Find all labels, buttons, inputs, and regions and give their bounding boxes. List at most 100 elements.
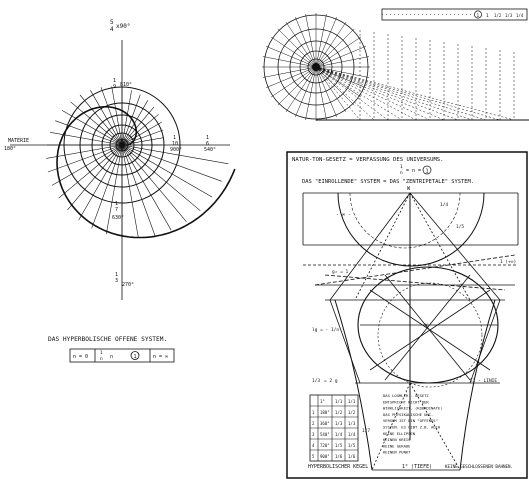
table-cell: 1/3 (348, 421, 356, 426)
left-ray (121, 144, 187, 222)
left-ray (67, 144, 123, 211)
top-right-dash-diagonal (315, 66, 417, 121)
label-right-mid-num: 1 (173, 135, 176, 141)
top-right-dash-diagonal (315, 66, 389, 121)
left-ray (50, 132, 123, 146)
left-ray (121, 144, 172, 231)
rolling-spiral-diagram (262, 13, 529, 121)
label-bottom-den: 3 (115, 278, 118, 284)
top-right-ray (315, 66, 337, 117)
left-ray (51, 144, 123, 186)
note-line: ENTSPRICHT NICHT DER (383, 399, 429, 404)
top-right-ray (262, 56, 317, 68)
top-right-dash-diagonal (315, 66, 487, 121)
left-ray (121, 106, 155, 146)
top-right-dash-diagonal (315, 66, 431, 121)
left-ray (55, 120, 123, 146)
label-inner-top-deg: 810° (120, 82, 132, 88)
top-right-ray (266, 66, 317, 88)
table-cell: 720° (320, 443, 330, 448)
note-line: WIRKLICHKEIT. (KOORDINATE) (383, 406, 442, 411)
note-line: DAS LOGMLER - GESETZ (383, 393, 429, 398)
label-bottom-num: 1 (115, 272, 118, 278)
top-right-ray (266, 46, 317, 68)
note-line: VERSUM IST EIN "OFFENES" (383, 418, 438, 423)
label-inner-top-num: 1 (113, 78, 116, 84)
left-ray (121, 90, 132, 146)
top-right-ray (262, 66, 317, 78)
top-right-ray (315, 66, 355, 106)
table-header-1: 1° (320, 399, 325, 404)
left-ray (121, 144, 201, 211)
label-frac-a: 1/4 (440, 202, 448, 208)
legend-left-text: n = 0 (73, 354, 88, 360)
top-right-ray (270, 36, 317, 68)
right-panel-frame (286, 151, 528, 479)
left-center-point (119, 142, 125, 148)
legend-frac-den: n (100, 357, 103, 362)
table-side-frac: 1/7 (362, 428, 370, 434)
scale-mark-3: 1/3 (505, 13, 513, 18)
top-right-ray (285, 66, 317, 113)
legend-circle-icon (130, 351, 140, 360)
top-right-ray (315, 28, 355, 68)
top-right-dash-diagonal (315, 66, 361, 121)
left-ray (58, 144, 123, 199)
left-ray (121, 94, 141, 146)
table-header-2: 1/1 (335, 399, 343, 404)
top-right-dash-diagonal (315, 66, 445, 121)
top-right-ray (270, 66, 317, 98)
top-right-ray (285, 21, 317, 68)
table-cell: 900° (320, 454, 330, 459)
top-right-dash-diagonal (315, 66, 375, 121)
note-line: KEINEN KREIS (383, 437, 411, 442)
legend-circle-text: 1 (134, 354, 137, 360)
note-line: KEINEN PUNKT (383, 450, 411, 455)
top-right-ray (315, 66, 327, 121)
top-right-dash-diagonal (315, 66, 459, 121)
label-frac-b: 1/5 (456, 224, 464, 230)
label-right-mid-den: 10 (172, 141, 178, 147)
hyperbolic-construction (302, 192, 519, 471)
label-lg: lg = - 1/n (312, 327, 339, 333)
label-one-right: 1 (+∞) (500, 259, 516, 265)
formula-den: n (400, 171, 403, 176)
top-right-ray (277, 66, 317, 106)
top-right-ray (295, 66, 317, 117)
scale-mark-1: 1 (486, 13, 489, 19)
right-panel-subtitle: DAS "EINROLLENDE" SYSTEM = DAS "ZENTRIPE… (302, 179, 474, 185)
table-cell: 1/4 (335, 432, 343, 437)
label-top-den: 4 (110, 26, 114, 33)
label-inner-top-den: 9 (113, 84, 116, 90)
legend-right-text: n = ∞ (153, 354, 168, 360)
label-top-deg: x90° (116, 23, 130, 30)
table-header-3: 1/1 (348, 399, 356, 404)
top-right-ray (315, 17, 337, 68)
scale-circle-text: 1 (477, 13, 480, 19)
table-cell: 1/2 (348, 410, 356, 415)
right-panel-title: NATUR-TON-GESETZ = VERFASSUNG DES UNIVER… (292, 157, 444, 163)
top-right-ray (315, 66, 347, 113)
label-ga: g₂ = 1 (332, 269, 349, 275)
note-line: KEINE ELLIPSEN (383, 431, 416, 436)
left-ray (121, 144, 156, 236)
table-cell: 1/5 (348, 443, 356, 448)
label-ei-linie: EI - LINIE (470, 378, 497, 384)
formula-circle-icon (422, 165, 432, 175)
table-cell: 1/3 (335, 421, 343, 426)
top-right-ray (315, 66, 362, 98)
label-left-frac: 1/3 (312, 378, 320, 384)
table-cell: 540° (320, 432, 330, 437)
left-ray (46, 144, 123, 159)
label-top-num: 5 (110, 19, 114, 26)
hyperbolic-spiral-diagram (10, 40, 236, 300)
label-ellipse-x: X (425, 323, 428, 329)
table-cell: 3 (312, 432, 315, 437)
left-ray (121, 144, 222, 182)
hyperbolic-spiral-curve (56, 106, 236, 239)
top-right-ray (315, 21, 347, 68)
label-right-den: 6 (206, 141, 209, 147)
top-right-dash-diagonal (315, 66, 515, 121)
label-infinity: - ∞ - (336, 212, 351, 218)
